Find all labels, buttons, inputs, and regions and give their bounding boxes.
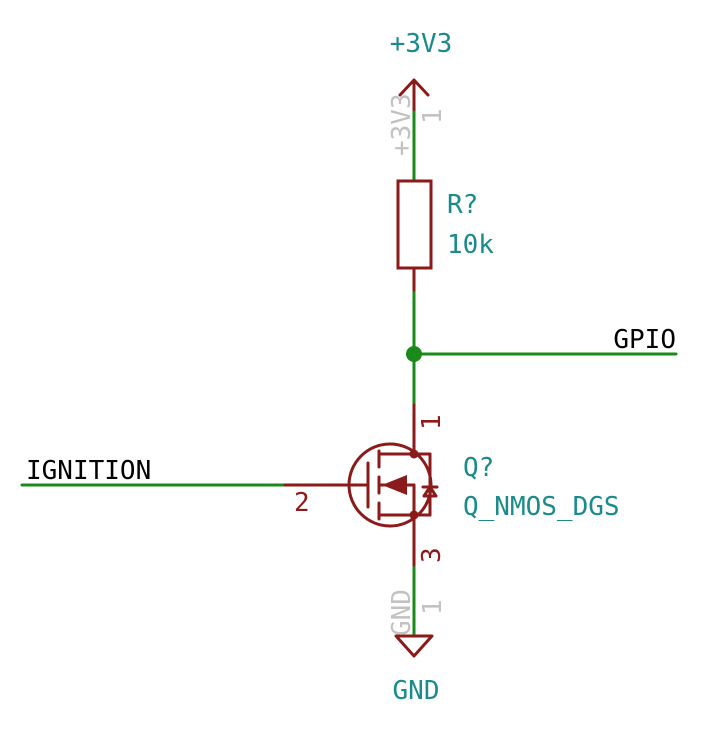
mosfet-source-dot <box>409 510 419 520</box>
mosfet-symbol[interactable]: 1 2 3 Q? Q_NMOS_DGS <box>283 403 620 567</box>
gnd-pin-name: GND <box>387 589 417 636</box>
gnd-triangle-icon <box>394 634 434 658</box>
gnd-label: GND <box>393 676 440 706</box>
mosfet-reference: Q? <box>463 453 494 483</box>
gpio-net-label[interactable]: GPIO <box>613 325 676 355</box>
mosfet-pin-source-number: 3 <box>417 547 447 563</box>
ignition-net-label[interactable]: IGNITION <box>26 456 151 486</box>
mosfet-diode-icon <box>421 485 439 498</box>
mosfet-pin-gate-number: 2 <box>294 488 310 518</box>
vcc-arrow-icon <box>398 78 430 114</box>
junction-dot <box>406 346 422 362</box>
vcc-power-symbol[interactable]: +3V3 +3V3 1 <box>387 29 452 156</box>
resistor-symbol[interactable]: R? 10k <box>396 179 494 292</box>
wires <box>20 110 678 638</box>
mosfet-pin-drain-number: 1 <box>417 414 447 430</box>
vcc-pin-number: 1 <box>418 108 448 124</box>
resistor-reference: R? <box>447 190 478 220</box>
resistor-value: 10k <box>447 230 494 260</box>
gnd-power-symbol[interactable]: GND 1 GND <box>387 589 448 706</box>
mosfet-drain-dot <box>409 449 419 459</box>
gnd-pin-number: 1 <box>418 599 448 615</box>
mosfet-arrow-icon <box>382 475 407 495</box>
vcc-pin-name: +3V3 <box>387 93 417 156</box>
mosfet-value: Q_NMOS_DGS <box>463 492 620 522</box>
vcc-label: +3V3 <box>390 29 453 59</box>
resistor-body-icon <box>396 179 433 270</box>
